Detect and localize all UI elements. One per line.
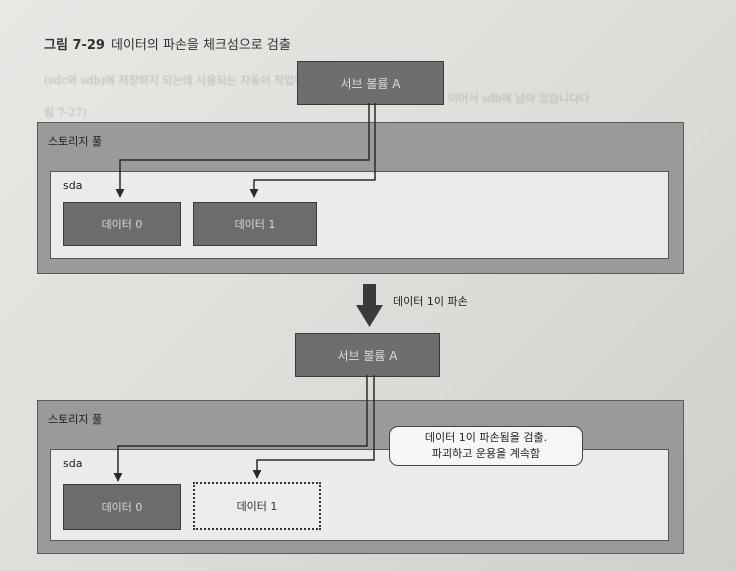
figure-title: 데이터의 파손을 체크섬으로 검출 bbox=[110, 38, 291, 53]
device-label: sda bbox=[63, 457, 83, 470]
subvolume-a-before: 서브 볼륨 A bbox=[297, 61, 444, 105]
device-label: sda bbox=[63, 179, 83, 192]
data-block-0: 데이터 0 bbox=[63, 202, 181, 246]
link-volume-to-data0-before bbox=[115, 103, 370, 198]
bleed-text-line-3: 림 7-27) bbox=[44, 106, 87, 119]
step-label: 데이터 1이 파손 bbox=[393, 295, 468, 308]
storage-pool-label: 스토리지 풀 bbox=[48, 135, 103, 148]
data-block-1-corrupted: 데이터 1 bbox=[193, 482, 321, 530]
storage-pool-before: 스토리지 풀 sda 데이터 0 데이터 1 bbox=[37, 122, 684, 274]
storage-pool-after: 스토리지 풀 sda 데이터 0 데이터 1 bbox=[37, 400, 684, 554]
link-volume-to-data1-before bbox=[249, 103, 376, 198]
storage-pool-label: 스토리지 풀 bbox=[48, 413, 103, 426]
bleed-text-line-1: (sdc와 sdb)에 저장하지 되는데 사용되는 자동이 작업이다... bbox=[44, 74, 326, 87]
link-volume-to-data0-after bbox=[113, 375, 368, 482]
link-volume-to-data1-after bbox=[252, 375, 375, 479]
note-line-2: 파괴하고 운용을 계속함 bbox=[431, 447, 541, 460]
figure-caption: 그림 7-29 데이터의 파손을 체크섬으로 검출 bbox=[44, 34, 291, 53]
bleed-text-line-2: 이어서 sdb에 남아 있습니다다 bbox=[448, 92, 590, 105]
subvolume-a-after: 서브 볼륨 A bbox=[295, 333, 440, 377]
note-line-1: 데이터 1이 파손됨을 검출. bbox=[424, 431, 548, 444]
data-block-0: 데이터 0 bbox=[63, 484, 181, 530]
device-sda-before: sda 데이터 0 데이터 1 bbox=[50, 171, 669, 259]
transition-arrow-head bbox=[356, 305, 383, 327]
detection-note: 데이터 1이 파손됨을 검출. 파괴하고 운용을 계속함 bbox=[389, 426, 583, 466]
transition-arrow-shaft bbox=[363, 284, 376, 306]
figure-number: 그림 7-29 bbox=[44, 38, 105, 53]
data-block-1: 데이터 1 bbox=[193, 202, 317, 246]
